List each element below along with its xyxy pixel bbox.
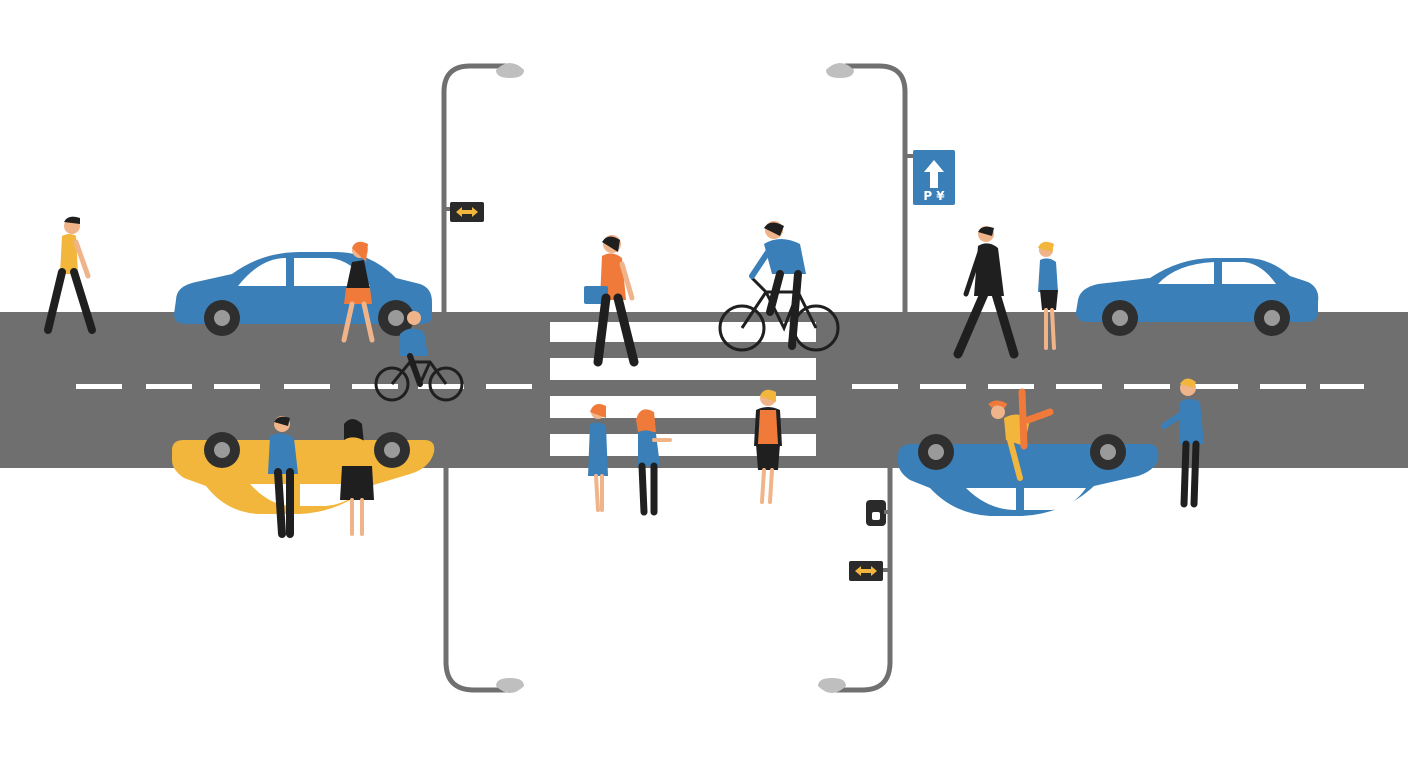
- pedestrian-woman-black-skirt: [340, 419, 374, 536]
- pedestrian-man-yellow-shirt: [44, 216, 96, 334]
- street-lamp-top-left: [441, 63, 524, 315]
- blue-car-top-right: [1076, 258, 1319, 336]
- sign-label: P ¥: [923, 189, 945, 203]
- pedestrian-falling: [988, 388, 1054, 481]
- street-lamp-top-right: [826, 63, 908, 315]
- street-lamp-bottom-left: [443, 465, 524, 693]
- blue-car-top-left: [174, 252, 432, 336]
- cyclist-center: [718, 221, 840, 352]
- pedestrian-woman-orange-skirt: [341, 241, 375, 343]
- left-right-arrow-signal-icon: [444, 202, 484, 222]
- pedestrian-woman-blue-top: [1038, 241, 1058, 350]
- pedestrian-man-blue-shirt: [268, 416, 298, 538]
- crosswalk: [550, 322, 816, 456]
- pedestrian-woman-red-hair-right: [636, 409, 672, 516]
- pedestrian-woman-red-hair-left: [588, 404, 608, 512]
- yellow-car-bottom-left: [172, 432, 435, 514]
- pedestrian-man-blue-shirt-right: [1161, 378, 1204, 508]
- blue-car-bottom-right: [898, 434, 1159, 516]
- pedestrian-businessman: [953, 226, 1019, 359]
- left-right-arrow-signal-icon: [849, 561, 890, 581]
- pedestrian-woman-with-bag: [584, 235, 639, 367]
- arrow-up-sign-icon: P ¥: [905, 150, 955, 205]
- pedestrian-woman-orange-top: [754, 389, 782, 504]
- pedestrian-light-icon: [866, 500, 892, 526]
- street-lamp-bottom-right: [818, 465, 893, 693]
- cyclist-left: [374, 311, 464, 402]
